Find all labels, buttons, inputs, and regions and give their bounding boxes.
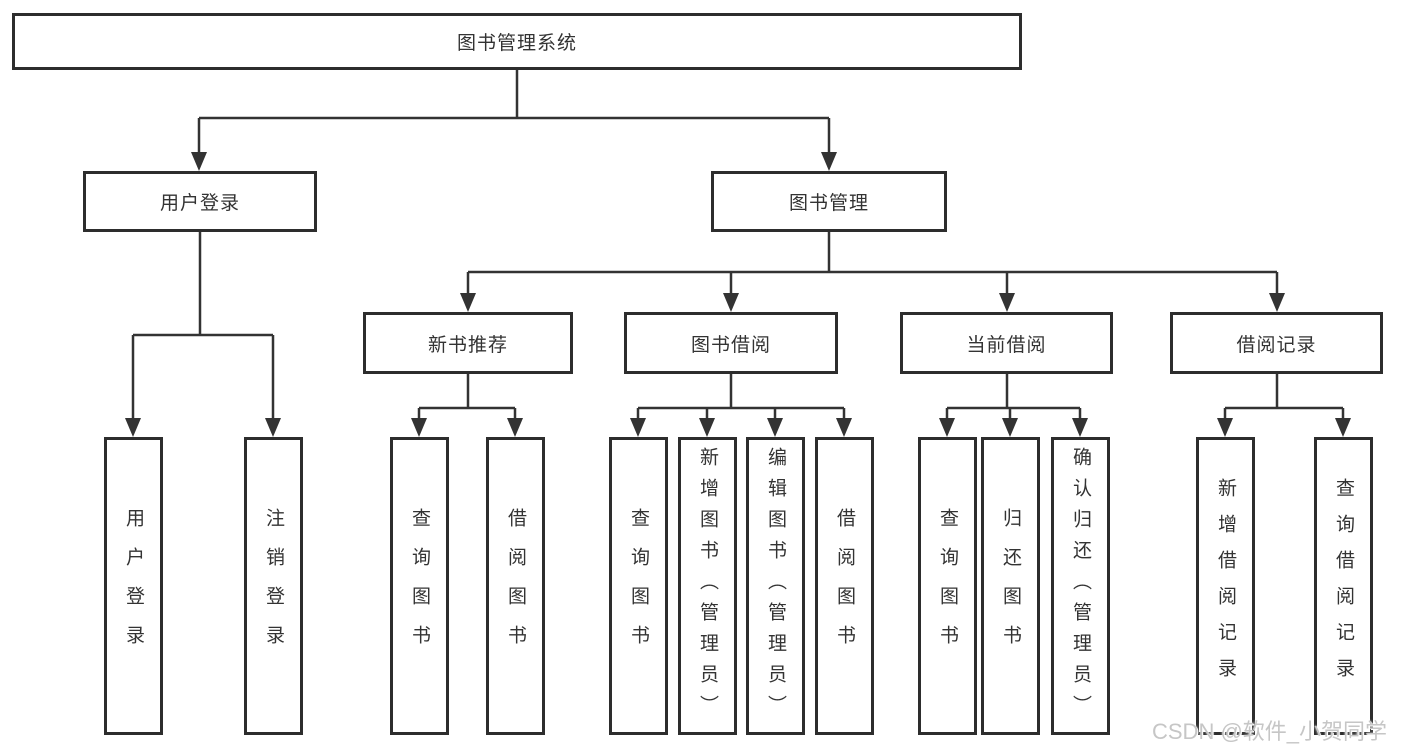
- leaf-edit-book-admin: 编辑图书（管理员）: [746, 437, 805, 735]
- node-label: 新增图书（管理员）: [697, 446, 718, 726]
- node-label: 图书管理: [788, 193, 869, 214]
- node-label: 新书推荐: [427, 334, 508, 356]
- node-label: 用户登录: [123, 508, 144, 664]
- node-borrowing-records: 借阅记录: [1170, 312, 1383, 374]
- node-library-system-root: 图书管理系统: [12, 13, 1022, 70]
- leaf-add-borrow-record: 新增借阅记录: [1196, 437, 1255, 735]
- node-label: 借阅图书: [834, 508, 855, 664]
- node-label: 查询图书: [628, 508, 649, 664]
- tree-edges: [131, 70, 1345, 421]
- leaf-return-book: 归还图书: [981, 437, 1040, 735]
- node-label: 确认归还（管理员）: [1070, 446, 1091, 726]
- node-user-login-module: 用户登录: [83, 171, 317, 232]
- leaf-query-books-2: 查询图书: [609, 437, 668, 735]
- node-label: 编辑图书（管理员）: [765, 446, 786, 726]
- node-label: 查询借阅记录: [1333, 478, 1354, 694]
- leaf-borrow-books-2: 借阅图书: [815, 437, 874, 735]
- node-label: 借阅图书: [505, 508, 526, 664]
- node-label: 图书管理系统: [456, 33, 577, 54]
- node-label: 归还图书: [1000, 508, 1021, 664]
- node-label: 用户登录: [159, 193, 240, 214]
- leaf-borrow-books-1: 借阅图书: [486, 437, 545, 735]
- leaf-logout: 注销登录: [244, 437, 303, 735]
- leaf-confirm-return-admin: 确认归还（管理员）: [1051, 437, 1110, 735]
- leaf-user-login: 用户登录: [104, 437, 163, 735]
- node-book-management-module: 图书管理: [711, 171, 947, 232]
- leaf-query-books-1: 查询图书: [390, 437, 449, 735]
- leaf-add-book-admin: 新增图书（管理员）: [678, 437, 737, 735]
- node-label: 图书借阅: [690, 334, 771, 356]
- node-new-book-recommend: 新书推荐: [363, 312, 573, 374]
- node-label: 查询图书: [937, 508, 958, 664]
- leaf-query-books-3: 查询图书: [918, 437, 977, 735]
- node-label: 新增借阅记录: [1215, 478, 1236, 694]
- node-current-borrowing: 当前借阅: [900, 312, 1113, 374]
- node-book-borrowing: 图书借阅: [624, 312, 838, 374]
- node-label: 借阅记录: [1236, 334, 1317, 356]
- leaf-query-borrow-record: 查询借阅记录: [1314, 437, 1373, 735]
- arrowhead-icons: [125, 152, 1351, 437]
- node-label: 当前借阅: [966, 334, 1047, 356]
- node-label: 查询图书: [409, 508, 430, 664]
- node-label: 注销登录: [263, 508, 284, 664]
